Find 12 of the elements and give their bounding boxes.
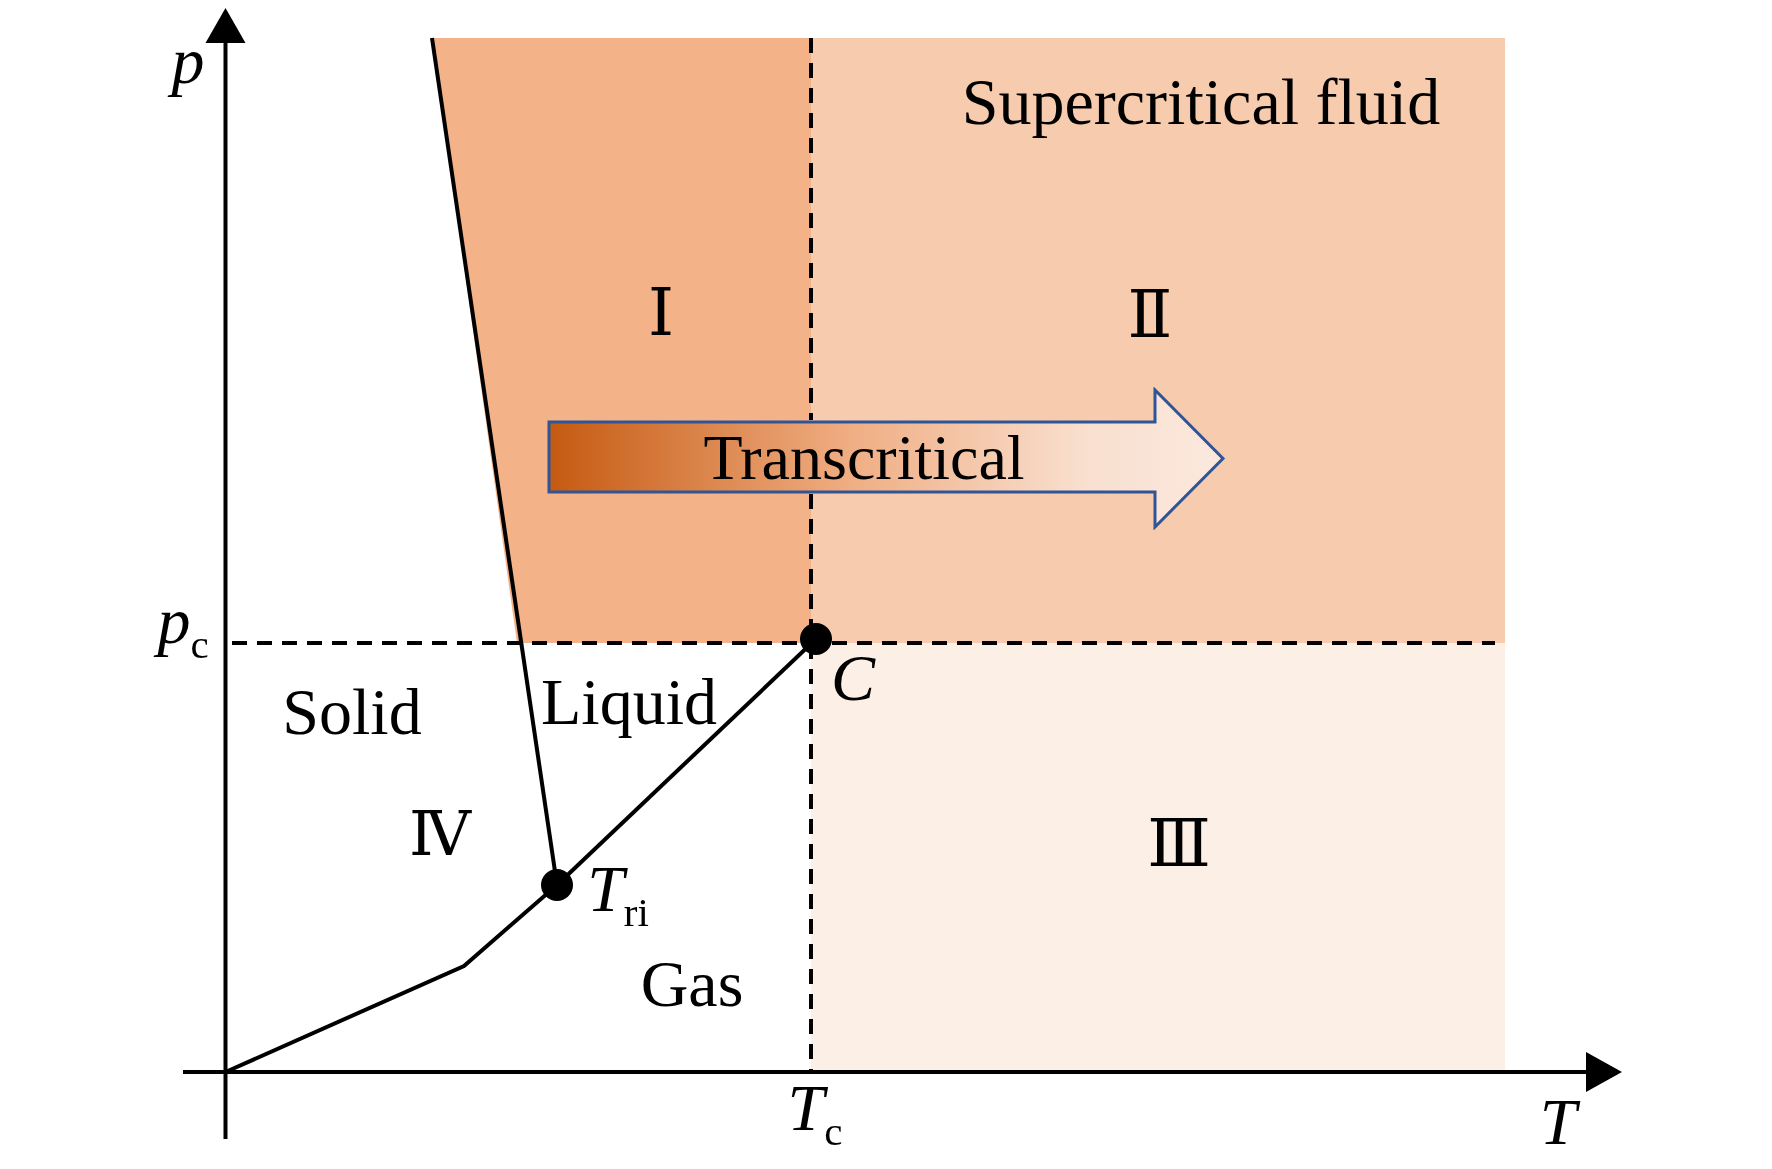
arrow-label: Transcritical xyxy=(703,426,1025,490)
point-label: C xyxy=(831,645,875,711)
point-label: T$_{ri}$ xyxy=(587,856,649,934)
region-numeral: Ⅰ xyxy=(647,280,675,346)
region-numeral: Ⅳ xyxy=(409,803,471,865)
critical-value-label: T$_{c}$ xyxy=(787,1075,843,1153)
shaded-region xyxy=(811,643,1505,1072)
phase-label: Solid xyxy=(282,679,422,745)
region-numeral: Ⅱ xyxy=(1127,282,1173,348)
block-arrow xyxy=(547,387,1226,530)
phase-label: Gas xyxy=(640,951,744,1017)
region-numeral: Ⅲ xyxy=(1147,811,1211,877)
